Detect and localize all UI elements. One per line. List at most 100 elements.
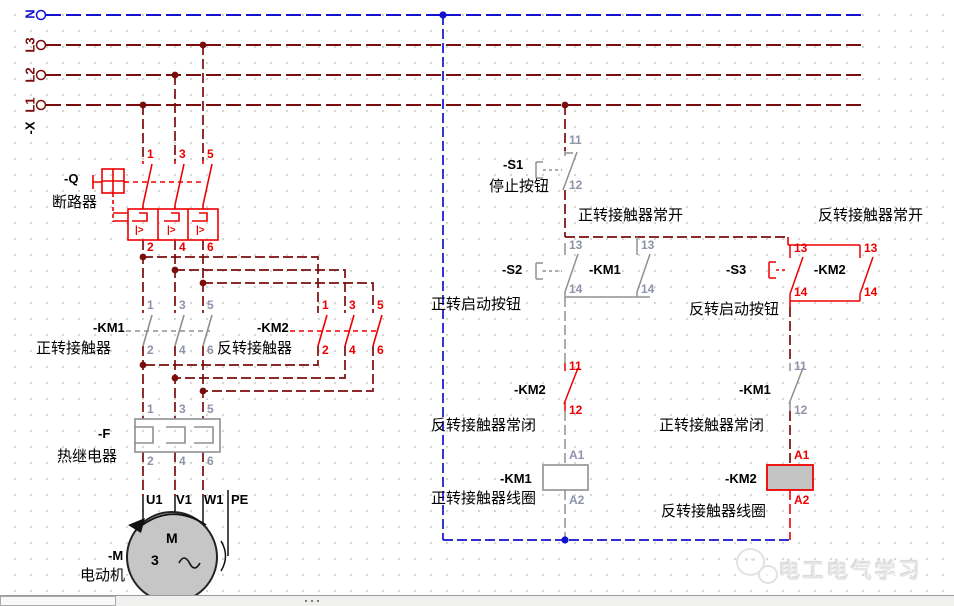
- km2-nc-contact[interactable]: [563, 363, 579, 411]
- rail-label-l1: L1: [22, 97, 38, 113]
- terminal-number: 6: [207, 454, 214, 468]
- pe-frame-arc: [220, 540, 227, 572]
- magnetic-trip-icon: |>: [135, 225, 144, 236]
- terminal-number: 11: [569, 359, 582, 373]
- motor-lead-pe: PE: [231, 492, 249, 507]
- rail-terminals: [35, 9, 47, 111]
- neutral-wire: [442, 15, 790, 541]
- terminal-number: 3: [179, 147, 186, 161]
- motor-m-letter: M: [166, 530, 178, 546]
- terminal-number: 3: [179, 402, 186, 416]
- km1-main-name: 正转接触器: [36, 340, 112, 357]
- reverse-start-name: 反转启动按钮: [689, 301, 780, 318]
- rail-label-l3: L3: [22, 37, 38, 53]
- terminal-number: 11: [794, 359, 807, 373]
- terminal-number: 2: [147, 343, 154, 357]
- terminal-number: 6: [207, 240, 214, 254]
- terminal-number: A1: [794, 448, 810, 462]
- km1-main-contacts[interactable]: [126, 314, 213, 347]
- circuit-breaker[interactable]: [92, 161, 219, 241]
- terminal-number: 4: [179, 454, 186, 468]
- breaker-tag: -Q: [64, 171, 79, 186]
- rotation-arrowhead: [128, 518, 145, 533]
- splitter-handle-icon[interactable]: [303, 599, 320, 603]
- km1-coil-tag: -KM1: [500, 471, 532, 486]
- stop-button-tag: -S1: [503, 157, 524, 172]
- terminal-strip-label: -X: [22, 121, 38, 135]
- motor-lead-u1: U1: [146, 492, 163, 507]
- terminal-number: 4: [179, 343, 186, 357]
- watermark-text: 电工电气学习: [779, 560, 923, 583]
- km1-nc-contact[interactable]: [788, 363, 804, 411]
- terminal-number: 3: [179, 298, 186, 312]
- main-circuit-wires: [142, 45, 791, 496]
- terminal-number: 1: [147, 147, 154, 161]
- rails-l3-l2-l1[interactable]: [46, 44, 862, 106]
- km2-coil[interactable]: [766, 464, 814, 540]
- stop-button-s1[interactable]: [535, 151, 578, 191]
- km2-coil-tag: -KM2: [725, 471, 757, 486]
- km1-coil[interactable]: [542, 464, 589, 491]
- reverse-start-s3[interactable]: [768, 245, 804, 301]
- km2-main-name: 反转接触器: [217, 340, 293, 357]
- terminal-number: 5: [207, 147, 214, 161]
- terminal-number: 6: [207, 343, 214, 357]
- motor-lead-w1: W1: [204, 492, 224, 507]
- caption-reverse-no: 反转接触器常开: [818, 207, 924, 224]
- terminal-number: 5: [207, 298, 214, 312]
- magnetic-trip-icon: |>: [167, 225, 176, 236]
- thermal-tag: -F: [98, 426, 111, 441]
- terminal-number: 4: [179, 240, 186, 254]
- forward-start-tag: -S2: [502, 262, 523, 277]
- motor-phase-count: 3: [151, 552, 159, 568]
- terminal-number: 14: [794, 285, 808, 299]
- rail-label-l2: L2: [22, 67, 38, 83]
- forward-start-name: 正转启动按钮: [431, 296, 522, 313]
- reverse-branch-red-wires: [787, 237, 860, 307]
- terminal-number: A2: [569, 493, 585, 507]
- terminal-number: 6: [377, 343, 384, 357]
- terminal-number: 1: [147, 402, 154, 416]
- terminal-number: 4: [349, 343, 356, 357]
- km2-main-tag: -KM2: [257, 320, 289, 335]
- km2-aux-no-contact[interactable]: [859, 245, 874, 301]
- terminal-number: 2: [147, 454, 154, 468]
- motor-lead-v1: V1: [176, 492, 192, 507]
- terminal-number: 14: [864, 285, 878, 299]
- km2-main-contacts[interactable]: [290, 314, 383, 347]
- reverse-start-tag: -S3: [726, 262, 747, 277]
- terminal-number: 13: [569, 238, 583, 252]
- km2-nc-tag: -KM2: [514, 382, 546, 397]
- stop-button-name: 停止按钮: [489, 178, 550, 195]
- terminal-number: 5: [207, 402, 214, 416]
- junction-dots: [139, 41, 569, 395]
- terminal-number: 12: [569, 178, 583, 192]
- km1-nc-tag: -KM1: [739, 382, 771, 397]
- terminal-number: 1: [322, 298, 329, 312]
- km1-aux-tag: -KM1: [589, 262, 621, 277]
- caption-forward-no: 正转接触器常开: [578, 207, 684, 224]
- neutral-junction-dots: [439, 11, 569, 544]
- thermal-name: 热继电器: [57, 448, 118, 465]
- terminal-number: 11: [569, 133, 582, 147]
- bottom-scrollbar-box[interactable]: [0, 596, 116, 606]
- km1-nc-name: 正转接触器常闭: [659, 417, 765, 434]
- terminal-number: 13: [641, 238, 655, 252]
- km1-aux-no-contact[interactable]: [565, 237, 651, 298]
- terminal-number: A1: [569, 448, 585, 462]
- terminal-number: 2: [322, 343, 329, 357]
- thermal-relay[interactable]: [134, 418, 221, 453]
- forward-start-s2[interactable]: [535, 243, 579, 297]
- km1-main-tag: -KM1: [93, 320, 125, 335]
- terminal-number: 3: [349, 298, 356, 312]
- breaker-name: 断路器: [52, 194, 98, 211]
- bottom-scrollbar[interactable]: [0, 595, 954, 606]
- wechat-logo-small-bubble-icon: [758, 565, 778, 584]
- terminal-number: 14: [641, 282, 655, 296]
- rotation-arrow: [140, 513, 207, 527]
- terminal-number: 13: [864, 241, 878, 255]
- magnetic-trip-icon: |>: [196, 225, 205, 236]
- terminal-number: 1: [147, 298, 154, 312]
- motor-name: 电动机: [80, 567, 126, 584]
- terminal-number: A2: [794, 493, 810, 507]
